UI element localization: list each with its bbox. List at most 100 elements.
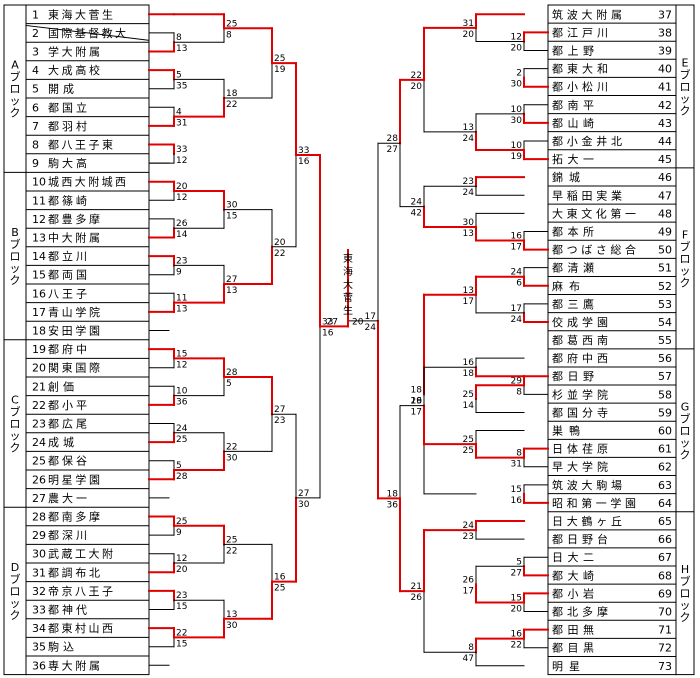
match-score: 14 (463, 401, 475, 411)
team-name: 大成高校 (48, 63, 100, 77)
team-number: 28 (32, 511, 46, 524)
team-number: 43 (658, 117, 672, 130)
match-score: 47 (463, 654, 474, 664)
team-name: 駒大高 (48, 156, 87, 170)
team-name: 筑波大附属 (552, 7, 622, 21)
match-score: 23 (463, 532, 474, 542)
team-name: 中大附属 (48, 231, 100, 245)
team-number: 29 (32, 529, 46, 542)
team-name: 都篠崎 (48, 193, 87, 207)
team-name: 都広尾 (48, 418, 87, 431)
team-name: 帝京八王子 (48, 584, 113, 598)
team-name: 都羽村 (48, 119, 87, 133)
team-name: 学大附属 (48, 45, 100, 59)
svg-text:H: H (681, 563, 689, 576)
match-score: 22 (274, 249, 285, 259)
team-name: 都上野 (552, 44, 594, 57)
match-score: 16 (322, 328, 334, 338)
match-score: 16 (511, 630, 523, 640)
team-number: 56 (658, 352, 672, 365)
team-name: 佼成学園 (552, 315, 608, 329)
team-number: 11 (32, 194, 46, 207)
match-score: 25 (463, 390, 474, 400)
team-name: 安田学園 (48, 324, 100, 338)
team-number: 59 (658, 406, 672, 419)
match-score: 27 (226, 275, 237, 285)
match-score: 30 (226, 201, 238, 211)
team-name: 都立川 (48, 249, 87, 263)
match-score: 20 (274, 238, 286, 248)
team-name: 都豊多摩 (48, 212, 100, 226)
svg-text:E: E (682, 56, 689, 69)
match-score: 24 (411, 198, 423, 208)
team-number: 50 (658, 244, 672, 257)
match-score: 25 (226, 535, 237, 545)
team-name: 明星 (552, 660, 580, 673)
team-number: 10 (32, 176, 46, 189)
svg-text:ッ: ッ (680, 92, 691, 105)
match-score: 15 (176, 639, 187, 649)
match-score: 22 (411, 71, 422, 81)
team-name: 日大鶴ヶ丘 (552, 514, 622, 528)
svg-text:ク: ク (10, 107, 21, 120)
team-name: 都国分寺 (552, 406, 608, 419)
match-score: 15 (176, 602, 187, 612)
match-score: 27 (298, 489, 309, 499)
team-number: 48 (658, 207, 672, 220)
match-score: 33 (176, 145, 187, 155)
team-number: 45 (658, 153, 672, 166)
team-number: 12 (32, 213, 46, 226)
match-score: 18 (387, 489, 399, 499)
svg-text:ッ: ッ (10, 430, 21, 443)
svg-text:ブ: ブ (10, 572, 21, 586)
match-score: 11 (176, 294, 187, 304)
match-score: 17 (511, 243, 522, 253)
team-name: 都府中西 (552, 351, 608, 365)
svg-text:ブ: ブ (10, 237, 21, 251)
team-number: 51 (658, 262, 672, 275)
match-score: 23 (463, 177, 474, 187)
match-score: 2 (516, 69, 522, 79)
svg-text:ブ: ブ (10, 405, 21, 419)
team-number: 38 (658, 26, 672, 39)
left-row-divider (25, 24, 150, 41)
team-name: 昭和第一学園 (552, 496, 636, 510)
team-name: 拓大一 (552, 152, 594, 166)
match-score: 15 (226, 212, 237, 222)
match-score: 20 (511, 43, 523, 53)
match-score: 14 (176, 230, 188, 240)
match-score: 8 (516, 387, 522, 397)
team-name: 大東文化第一 (552, 206, 636, 220)
team-name: 都北多摩 (552, 605, 608, 619)
team-name: 都神代 (48, 603, 87, 617)
team-number: 61 (658, 443, 672, 456)
match-score: 20 (511, 604, 523, 614)
team-name: 都本所 (552, 224, 594, 238)
match-score: 30 (511, 116, 523, 126)
match-score: 42 (411, 209, 422, 219)
team-name: 成城 (48, 436, 74, 449)
team-number: 52 (658, 280, 672, 293)
match-score: 33 (322, 317, 333, 327)
team-name: 都東大和 (552, 62, 608, 76)
team-name: 日体荏原 (552, 442, 608, 456)
match-score: 5 (516, 557, 522, 567)
team-name: 都東村山西 (48, 621, 113, 635)
match-score: 26 (176, 219, 188, 229)
team-number: 32 (32, 585, 46, 598)
match-score: 8 (468, 643, 474, 653)
team-number: 9 (32, 157, 39, 170)
match-score: 5 (226, 379, 232, 389)
match-score: 28 (387, 134, 399, 144)
match-score: 27 (274, 405, 285, 415)
svg-text:ロ: ロ (10, 250, 21, 263)
match-score: 18 (226, 89, 238, 99)
match-score: 16 (274, 573, 286, 583)
team-number: 60 (658, 425, 672, 438)
match-score: 18 (411, 385, 423, 395)
match-score: 19 (274, 65, 286, 75)
team-name: 日大二 (552, 550, 594, 564)
team-number: 23 (32, 418, 46, 431)
team-number: 34 (32, 622, 46, 635)
